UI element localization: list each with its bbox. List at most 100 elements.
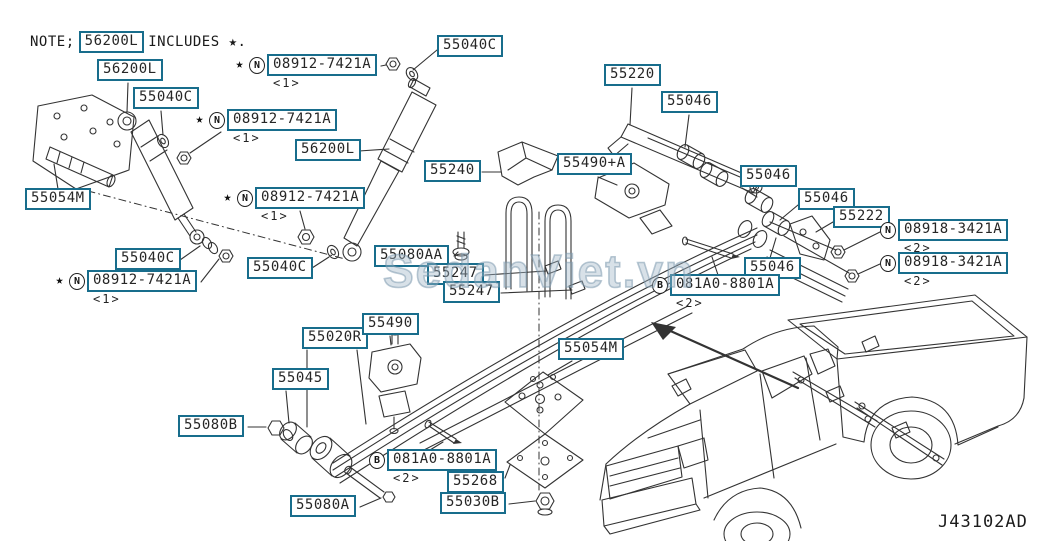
part-number-box[interactable]: 55490+A	[557, 153, 632, 175]
part-number-box[interactable]: 08912-7421A	[267, 54, 378, 76]
quantity-note: <2>	[676, 296, 704, 310]
part-label-55220: 55220	[604, 64, 661, 86]
part-number-box[interactable]: 55240	[424, 160, 481, 182]
part-label-55240: 55240	[424, 160, 481, 182]
part-number-box[interactable]: 08918-3421A	[898, 219, 1009, 241]
part-number-box[interactable]: 55222	[833, 206, 890, 228]
part-number-box[interactable]: 55054M	[558, 338, 624, 360]
part-number-box[interactable]: 081A0-8801A	[387, 449, 498, 471]
part-number-box[interactable]: 55080A	[290, 495, 356, 517]
part-label-55040c-3: 55040C	[247, 257, 313, 279]
circled-n-icon: N	[237, 190, 253, 207]
part-number-box[interactable]: 08912-7421A	[227, 109, 338, 131]
part-label-55247-2: 55247	[443, 281, 500, 303]
circled-n-icon: N	[880, 222, 896, 239]
star-icon: ★	[223, 190, 232, 205]
part-label-55054m-2: 55054M	[558, 338, 624, 360]
quantity-note: <1>	[273, 76, 301, 90]
anchor-plate	[32, 94, 346, 260]
part-number-box[interactable]: 55247	[443, 281, 500, 303]
part-label-55080aa: 55080AA	[374, 245, 449, 267]
quantity-note: <2>	[904, 241, 932, 255]
diagram-code: J43102AD	[938, 512, 1028, 532]
part-label-55490: 55490	[362, 313, 419, 335]
quantity-note: <2>	[393, 471, 421, 485]
spring-seats	[368, 162, 673, 435]
part-number-box[interactable]: 56200L	[97, 59, 163, 81]
star-icon: ★	[195, 112, 204, 127]
part-number-box[interactable]: 55054M	[25, 188, 91, 210]
part-label-55030b: 55030B	[440, 492, 506, 514]
star-icon: ★	[55, 273, 64, 288]
part-number-box[interactable]: 55046	[798, 188, 855, 210]
part-label-55054m-1: 55054M	[25, 188, 91, 210]
part-number-box[interactable]: 55046	[661, 91, 718, 113]
part-number-box[interactable]: 55080B	[178, 415, 244, 437]
circled-n-icon: N	[69, 273, 85, 290]
shock-absorber-left	[117, 111, 234, 263]
part-label-55268: 55268	[447, 471, 504, 493]
part-label-56200l-top: 56200L	[97, 59, 163, 81]
quantity-note: <1>	[261, 209, 289, 223]
front-eye-parts	[267, 419, 462, 503]
leader-lines	[53, 49, 881, 508]
part-label-55046-2: 55046	[740, 165, 797, 187]
circled-n-icon: N	[209, 112, 225, 129]
quantity-note: <1>	[93, 292, 121, 306]
part-label-56200l-mid: 56200L	[295, 139, 361, 161]
part-number-box[interactable]: 081A0-8801A	[670, 274, 781, 296]
part-label-55046-1: 55046	[661, 91, 718, 113]
part-number-box[interactable]: 08918-3421A	[898, 252, 1009, 274]
part-number-box[interactable]: 55045	[272, 368, 329, 390]
part-number-box[interactable]: 55220	[604, 64, 661, 86]
u-bolts	[497, 141, 586, 491]
part-number-box[interactable]: 08912-7421A	[255, 187, 366, 209]
part-number-box[interactable]: 55040C	[437, 35, 503, 57]
arrow-indicator	[651, 322, 800, 390]
part-number-box[interactable]: 55080AA	[374, 245, 449, 267]
part-label-55045: 55045	[272, 368, 329, 390]
part-label-55040c-1: 55040C	[133, 87, 199, 109]
circled-b-icon: B	[369, 452, 385, 469]
quantity-note: <2>	[904, 274, 932, 288]
shock-absorber-center	[297, 57, 437, 262]
circled-n-icon: N	[880, 255, 896, 272]
mounting-plates	[504, 371, 584, 516]
part-number-box[interactable]: 55490	[362, 313, 419, 335]
part-label-55020r: 55020R	[302, 327, 368, 349]
part-number-box[interactable]: 55030B	[440, 492, 506, 514]
quantity-note: <1>	[233, 131, 261, 145]
circled-n-icon: N	[249, 57, 265, 74]
star-icon: ★	[235, 57, 244, 72]
note-text: NOTE; 56200L INCLUDES ★.	[30, 31, 246, 53]
truck-illustration	[599, 294, 1028, 541]
part-number-box[interactable]: 55046	[740, 165, 797, 187]
note-prefix: NOTE;	[30, 34, 75, 50]
part-label-55040c-2: 55040C	[437, 35, 503, 57]
part-label-55080b: 55080B	[178, 415, 244, 437]
part-label-55046-3: 55046	[798, 188, 855, 210]
part-number-box[interactable]: 55040C	[115, 248, 181, 270]
note-part-box[interactable]: 56200L	[78, 31, 145, 53]
circled-b-icon: B	[652, 277, 668, 294]
part-number-box[interactable]: 56200L	[295, 139, 361, 161]
part-number-box[interactable]: 55040C	[133, 87, 199, 109]
part-number-box[interactable]: 08912-7421A	[87, 270, 198, 292]
part-label-55080a: 55080A	[290, 495, 356, 517]
part-label-55040c-4: 55040C	[115, 248, 181, 270]
part-label-55490a: 55490+A	[557, 153, 632, 175]
part-number-box[interactable]: 55020R	[302, 327, 368, 349]
part-label-55222: 55222	[833, 206, 890, 228]
part-number-box[interactable]: 55268	[447, 471, 504, 493]
part-number-box[interactable]: 55040C	[247, 257, 313, 279]
